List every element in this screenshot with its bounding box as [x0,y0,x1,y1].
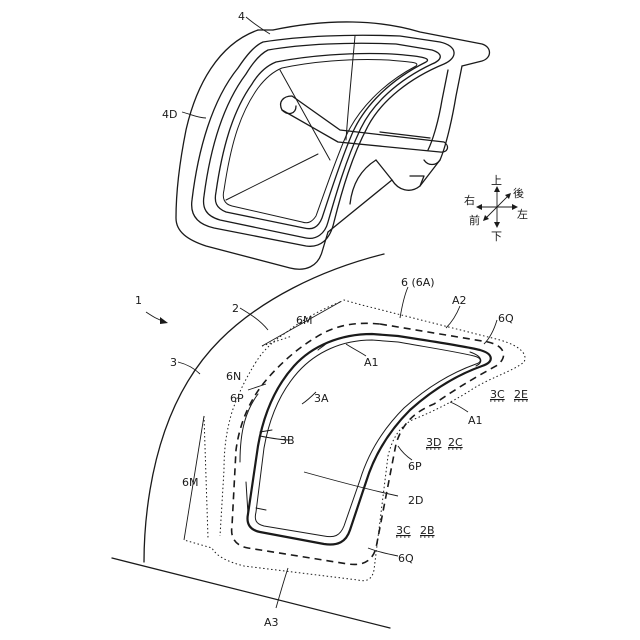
label-6N: 6N [226,370,241,383]
direction-indicator: 上 後 右 左 前 下 [464,174,528,243]
label-6Q-bottom: 6Q [398,552,414,565]
label-4: 4 [238,10,245,23]
code-3D: 3D [426,436,441,449]
code-3C-b: 3C [396,524,411,537]
code-2E: 2E [514,388,528,401]
label-6M-left: 6M [182,476,199,489]
dir-up: 上 [491,174,502,187]
code-3C-a: 3C [490,388,505,401]
recess-walls [256,352,481,510]
label-A1-right: A1 [468,414,483,427]
dir-back: 後 [513,186,524,200]
label-3B: 3B [280,434,295,447]
label-4D: 4D [162,108,177,121]
dir-front: 前 [469,213,480,227]
label-6P-right: 6P [408,460,422,473]
dir-down: 下 [491,230,502,243]
label-2D: 2D [408,494,423,507]
dir-right: 右 [464,193,475,207]
label-6P-left: 6P [230,392,244,405]
label-6-6A: 6 (6A) [401,276,435,289]
label-6Q-top: 6Q [498,312,514,325]
panel-component-3 [112,254,390,628]
label-A3: A3 [264,616,279,629]
label-3: 3 [170,356,177,369]
region-2-boundary [184,300,525,581]
label-2: 2 [232,302,239,315]
dir-left: 左 [517,208,528,221]
label-A1-top: A1 [364,356,379,369]
code-2B: 2B [420,524,435,537]
label-A2: A2 [452,294,467,307]
label-6M-top: 6M [296,314,313,327]
frame-component-4 [176,22,490,269]
label-3A: 3A [314,392,329,405]
label-1: 1 [135,294,142,307]
code-2C: 2C [448,436,463,449]
